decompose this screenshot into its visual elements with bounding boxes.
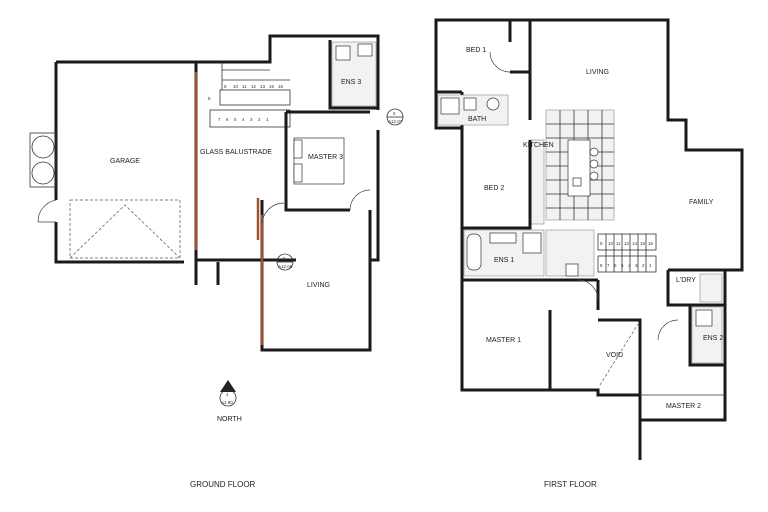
room-label-ens3: ENS 3 — [341, 79, 361, 86]
ff-stair-num-3: 11 — [616, 241, 621, 246]
gf-stair-low-5: 3 — [250, 117, 253, 122]
room-label-glass-balustrade: GLASS BALUSTRADE — [200, 149, 272, 156]
wheelie-bins — [29, 132, 57, 188]
ff-stair-low-8: 1 — [649, 263, 652, 268]
garage-side-door — [37, 199, 57, 223]
gf-stair-low-7: 1 — [266, 117, 269, 122]
gf-stair-num-8: 16 — [278, 84, 284, 89]
room-label-bed1: BED 1 — [466, 47, 486, 54]
ff-stair-num-2: 10 — [608, 241, 614, 246]
ff-stair-num-1: 9 — [600, 241, 603, 246]
north-ref: A1.80 — [221, 400, 233, 405]
gf-stair-low-6: 2 — [258, 117, 261, 122]
ff-stair-num-5: 14 — [632, 241, 638, 246]
room-label-gf-living: LIVING — [307, 282, 330, 289]
master3-walls — [284, 110, 370, 212]
kitchen-island — [545, 109, 615, 221]
ff-stair-low-7: 2 — [642, 263, 645, 268]
room-label-master2: MASTER 2 — [666, 403, 701, 410]
bed2-walls — [460, 128, 532, 230]
void-walls — [598, 318, 642, 395]
ff-stair-numbers-lower: 8 7 6 5 4 3 2 1 — [600, 263, 652, 268]
ground-stair — [209, 62, 291, 128]
ff-stair-low-5: 4 — [628, 263, 631, 268]
garage-door-swing — [69, 199, 181, 259]
gf-stair-low-2: 6 — [226, 117, 229, 122]
gf-stair-num-5: 12 — [251, 84, 257, 89]
ens3-toilet — [357, 43, 373, 57]
kitchen-bench — [529, 139, 545, 225]
ens3-shower — [335, 45, 351, 61]
ground-floor-caption: GROUND FLOOR — [190, 480, 256, 489]
room-label-bed2: BED 2 — [484, 185, 504, 192]
ens1-bath — [466, 233, 482, 271]
gf-stair-low-4: 4 — [242, 117, 245, 122]
gf-stair-num-6: 13 — [260, 84, 266, 89]
gf-stair-num-3: 10 — [233, 84, 239, 89]
ff-stair-num-4: 12 — [624, 241, 630, 246]
room-label-ff-living: LIVING — [586, 69, 609, 76]
ff-stair-num-7: 16 — [648, 241, 654, 246]
gf-living-walls — [260, 200, 372, 352]
gf-stair-num-7: 15 — [269, 84, 275, 89]
room-label-bath: BATH — [468, 116, 486, 123]
marker-a-num: 6 — [283, 256, 286, 261]
section-marker-a: 6 A12.06 — [276, 253, 294, 271]
ff-stair-low-4: 5 — [621, 263, 624, 268]
room-label-ens1: ENS 1 — [494, 257, 514, 264]
ff-stair-low-2: 7 — [607, 263, 610, 268]
gf-stair-numbers-lower: 7 6 5 4 3 2 1 — [218, 117, 269, 122]
marker-b-ref: A12.07 — [388, 119, 403, 124]
room-label-kitchen: KITCHEN — [523, 142, 554, 149]
ff-stair-low-1: 8 — [600, 263, 603, 268]
first-floor-caption: FIRST FLOOR — [544, 480, 597, 489]
gf-stair-num-1: 8 — [208, 96, 211, 101]
room-label-family: FAMILY — [689, 199, 714, 206]
room-label-ldry: L'DRY — [676, 277, 696, 284]
ldry-walls — [666, 268, 725, 307]
north-num: 1 — [226, 392, 229, 397]
gf-stair-numbers-upper: 8 9 10 11 12 13 15 16 — [208, 84, 284, 101]
ff-stair-num-6: 15 — [640, 241, 646, 246]
master1-walls — [462, 278, 600, 390]
section-marker-b: 5 A12.07 — [386, 108, 404, 126]
north-arrow: 1 A1.80 NORTH — [217, 380, 242, 423]
gf-stair-num-2: 9 — [224, 84, 227, 89]
marker-a-ref: A12.06 — [278, 264, 293, 269]
room-label-void: VOID — [606, 352, 623, 359]
ff-stair-numbers-upper: 9 10 11 12 14 15 16 — [600, 241, 654, 246]
ens2-walls — [688, 305, 725, 367]
first-floor-plan: 9 10 11 12 14 15 16 8 7 6 5 4 3 2 1 BED … — [434, 18, 744, 460]
room-label-master3: MASTER 3 — [308, 154, 343, 161]
room-label-ens2: ENS 2 — [703, 335, 723, 342]
gf-stair-low-1: 7 — [218, 117, 221, 122]
gf-stair-low-3: 5 — [234, 117, 237, 122]
ff-stair — [597, 233, 657, 273]
ff-outer-walls — [434, 18, 744, 460]
north-label: NORTH — [217, 416, 242, 423]
room-label-master1: MASTER 1 — [486, 337, 521, 344]
ens3-walls — [328, 40, 378, 110]
gf-stair-num-4: 11 — [242, 84, 247, 89]
room-label-garage: GARAGE — [110, 158, 140, 165]
ff-stair-low-3: 6 — [614, 263, 617, 268]
hall-walls — [196, 34, 380, 262]
ground-floor-plan: 8 9 10 11 12 13 15 16 7 6 5 4 3 2 1 6 A1… — [29, 34, 404, 352]
marker-b-num: 5 — [393, 111, 396, 116]
ff-stair-low-6: 3 — [635, 263, 638, 268]
